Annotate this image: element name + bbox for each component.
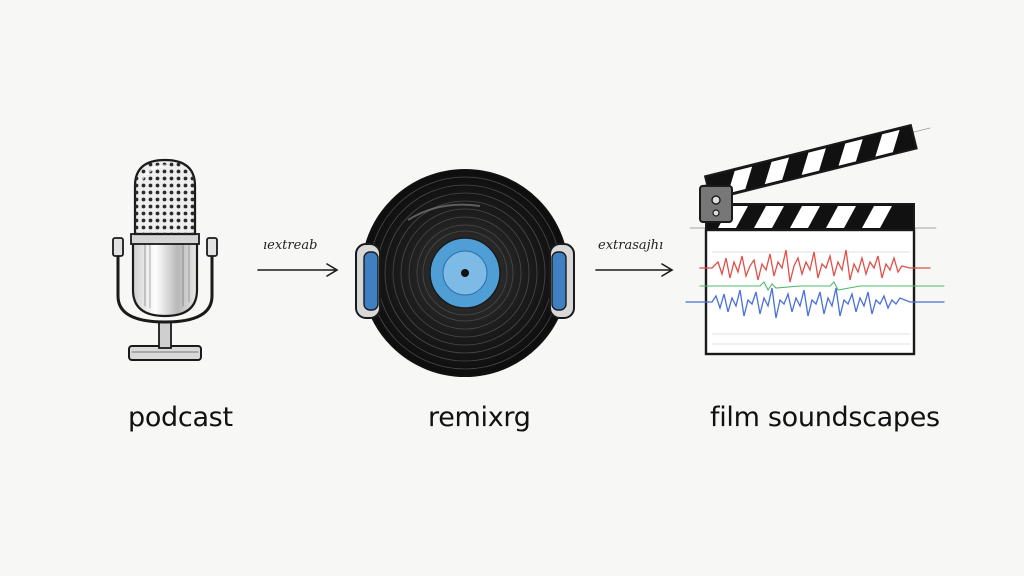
vinyl-headphones-icon xyxy=(355,169,575,377)
clapperboard-icon xyxy=(685,123,945,356)
arrow-1 xyxy=(257,263,339,277)
step-label-remix: remixrg xyxy=(428,402,531,433)
step-label-podcast: podcast xyxy=(128,402,233,433)
arrow-2 xyxy=(595,263,674,277)
arrow-2-label: extrasajhı xyxy=(598,238,664,253)
step-label-film-soundscapes: film soundscapes xyxy=(710,402,940,433)
arrow-1-label: ıextreab xyxy=(263,238,318,253)
microphone-icon xyxy=(112,158,218,361)
